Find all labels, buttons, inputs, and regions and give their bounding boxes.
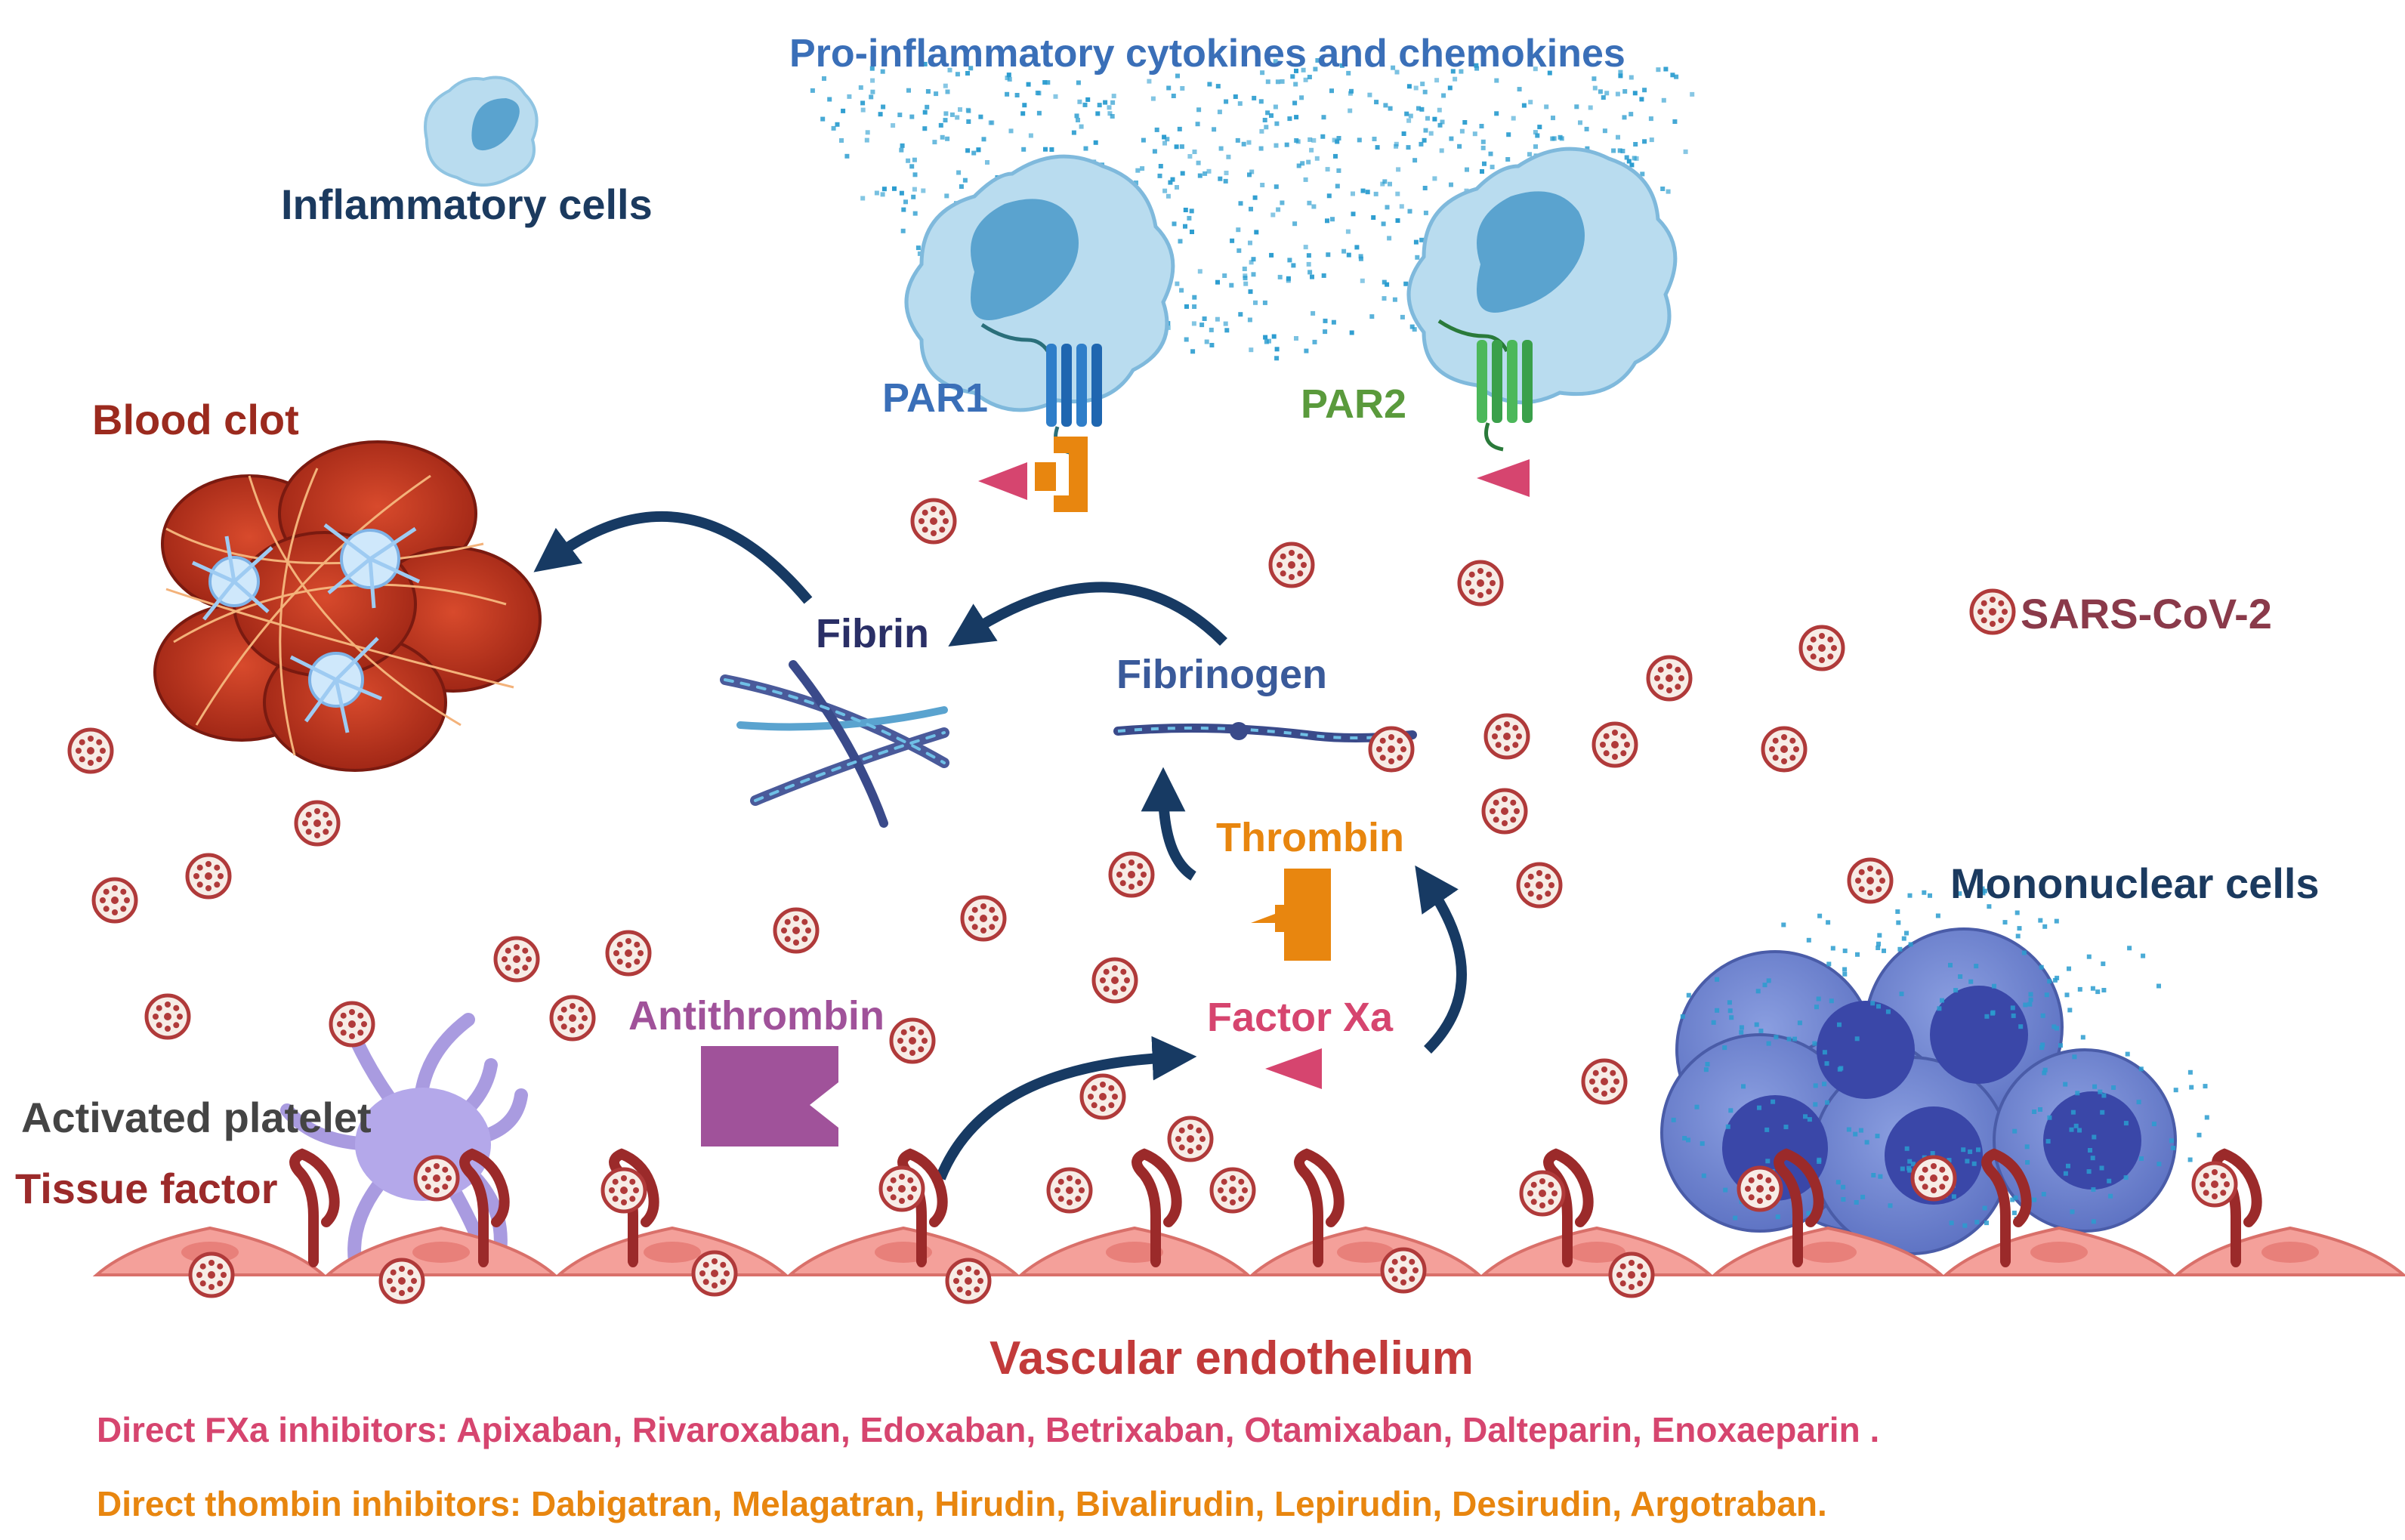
blood-clot-label: Blood clot	[92, 396, 299, 443]
par2-cell	[1406, 147, 1678, 497]
tissue-factor-proteins	[289, 1148, 2262, 1267]
par2-label: PAR2	[1301, 381, 1407, 427]
endothelial-cells	[92, 1226, 2405, 1276]
sars-cov-2-particles	[67, 498, 2238, 1304]
fibrinogen-strand	[1113, 722, 1417, 742]
mononuclear-cells-label: Mononuclear cells	[1950, 859, 2320, 907]
inflammatory-cell-icon	[424, 76, 539, 187]
fibrin-strands	[720, 660, 949, 828]
thrombin-label: Thrombin	[1216, 815, 1404, 860]
par1-cell	[904, 154, 1175, 512]
factor-xa-shape	[1265, 1048, 1322, 1089]
sars-cov-2-label: SARS-CoV-2	[2021, 590, 2272, 637]
fibrinogen-label: Fibrinogen	[1116, 652, 1327, 697]
inflammatory-cells-label: Inflammatory cells	[281, 181, 653, 228]
tissue-factor-label: Tissue factor	[15, 1165, 278, 1212]
factor-xa-label: Factor Xa	[1207, 995, 1394, 1040]
cytokines-label: Pro-inflammatory cytokines and chemokine…	[789, 32, 1625, 76]
thrombin-shape	[1251, 869, 1331, 961]
mononuclear-cytokine-particles	[1671, 886, 2209, 1228]
vascular-endothelium-label: Vascular endothelium	[989, 1332, 1474, 1384]
blood-clot-illustration	[153, 440, 542, 772]
pathway-arrows	[533, 511, 1467, 1180]
antithrombin-label: Antithrombin	[628, 993, 885, 1038]
antithrombin-shape	[701, 1046, 838, 1147]
fibrin-label: Fibrin	[816, 611, 929, 656]
par1-label: PAR1	[882, 375, 989, 421]
activated-platelet-label: Activated platelet	[21, 1094, 372, 1141]
fxa-inhibitors-note: Direct FXa inhibitors: Apixaban, Rivarox…	[97, 1410, 1880, 1449]
thrombin-inhibitors-note: Direct thombin inhibitors: Dabigatran, M…	[97, 1484, 1827, 1523]
mononuclear-cells	[1660, 927, 2177, 1255]
